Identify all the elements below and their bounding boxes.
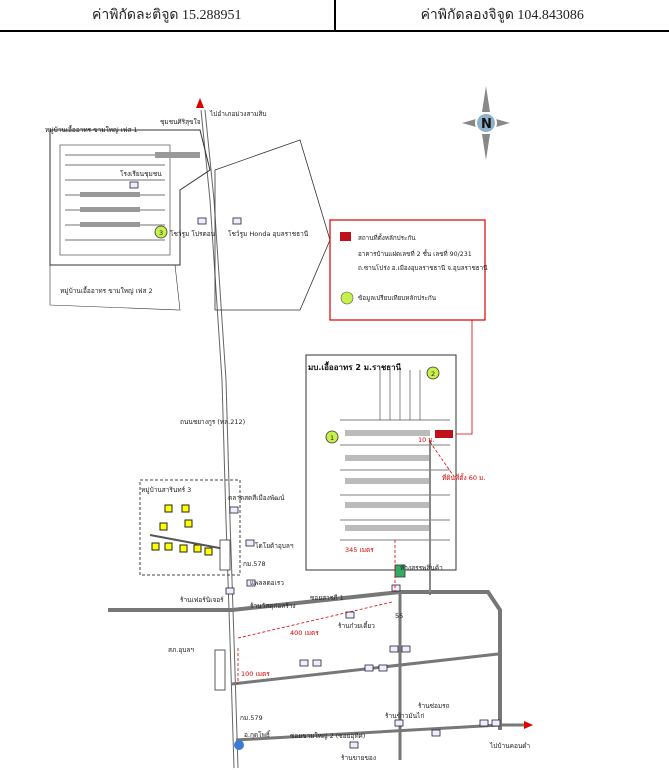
comparable-3: 3 xyxy=(154,225,168,239)
comparable-1: 1 xyxy=(325,430,339,444)
label-shop1: ร้านข้าวมันไก่ xyxy=(385,712,424,720)
coordinate-header: ค่าพิกัดละติจูด 15.288951 ค่าพิกัดลองจิจ… xyxy=(0,0,669,32)
label-community: ชุมชนศิริสุขใจ xyxy=(160,118,201,126)
comparable-2: 2 xyxy=(426,366,440,380)
police-icon xyxy=(234,740,244,750)
label-village3: หมู่บ้านสารินทร์ 3 xyxy=(141,486,191,494)
header-divider xyxy=(333,0,336,30)
legend-target-line3: ถ.ซานโปร่ง อ.เมืองอุบลราชธานี จ.อุบลราชธ… xyxy=(358,264,488,272)
label-village1: หมู่บ้านเอื้ออาทร ขามใหญ่ เฟส 1 xyxy=(45,125,138,134)
target-property-icon xyxy=(435,430,453,438)
village3-boundary xyxy=(139,479,241,576)
label-village2: หมู่บ้านเอื้ออาทร ขามใหญ่ เฟส 2 xyxy=(60,286,153,295)
label-dist-10: 10 ม. xyxy=(418,436,435,444)
svg-text:N: N xyxy=(481,117,492,132)
legend-target-line2: อาคารบ้านแฝดเลขที่ 2 ชั้น เลขที่ 90/231 xyxy=(358,249,472,258)
label-dist-400: 400 เมตร xyxy=(290,629,319,637)
comparable-marker-icon xyxy=(340,291,354,305)
legend-target-label: สถานที่ตั้งหลักประกัน xyxy=(358,233,416,242)
village-phase1-rows xyxy=(80,152,200,227)
landmark-houses xyxy=(129,181,501,749)
legend-pointer xyxy=(456,320,473,435)
legend-comparable-label: ข้อมูลเปรียบเทียบหลักประกัน xyxy=(358,294,437,302)
label-to-north: ไปอำเภอม่วงสามสิบ xyxy=(209,110,266,118)
label-shop4: ร้านขายของ xyxy=(341,754,376,762)
label-to-east: ไปบ้านคอนดำ xyxy=(489,742,531,750)
label-target-note: ที่ดินที่ตั้ง 60 ม. xyxy=(442,473,485,482)
east-arrow-icon xyxy=(524,721,533,729)
target-marker-icon xyxy=(340,232,351,241)
label-km579: กม.579 xyxy=(240,714,263,722)
label-to-kut: อ.กุดโพธิ์ xyxy=(244,730,271,739)
label-house-no: 55 xyxy=(395,612,403,620)
svg-text:2: 2 xyxy=(431,370,435,378)
highway-212 xyxy=(200,109,239,769)
label-furniture: ร้านวัสดุก่อสร้าง xyxy=(250,602,296,610)
village3-houses xyxy=(151,504,213,556)
label-police: สภ.อุบลฯ xyxy=(168,646,194,654)
roadside-shops xyxy=(214,539,406,691)
label-dist-100: 100 เมตร xyxy=(241,670,270,678)
compass-icon: N xyxy=(462,86,510,160)
village3-road xyxy=(149,534,231,551)
label-soi-bottom: ซอยขามใหญ่ 2 (ซอยอุทิศ) xyxy=(290,732,365,740)
label-km578: กม.578 xyxy=(243,560,266,568)
label-supermarket: แพลลตอเรว xyxy=(250,579,284,587)
label-electronics: ร้านเฟอร์นิเจอร์ xyxy=(180,596,224,604)
label-dist-345: 345 เมตร xyxy=(345,546,374,554)
distance-markers xyxy=(237,441,456,684)
label-market: ตลาดสดสีเมืองพัฒน์ xyxy=(228,494,285,502)
label-village-main: มบ.เอื้ออาทร 2 ม.ราชธานี xyxy=(308,361,402,372)
north-arrow-icon xyxy=(196,98,204,108)
label-showroom: โชว์รูม โปรตอน xyxy=(170,230,216,238)
label-toyota: โตโยต้าอุบลฯ xyxy=(255,542,294,550)
village-main xyxy=(305,354,457,592)
legend-box xyxy=(329,219,486,321)
longitude-readout: ค่าพิกัดลองจิจูด 104.843086 xyxy=(420,8,584,23)
label-shop2: ร้านซ่อมรถ xyxy=(418,702,450,710)
svg-text:1: 1 xyxy=(330,434,334,442)
label-road212: ถนนชยางกูร (ทล.212) xyxy=(180,418,245,426)
latitude-readout: ค่าพิกัดละติจูด 15.288951 xyxy=(91,8,242,23)
label-soi-main: ซอยสารภี 1 xyxy=(310,594,344,602)
label-cafe: ร้านก๋วยเตี๋ยว xyxy=(338,621,375,630)
label-school: โรงเรียนชุมชน xyxy=(120,170,162,178)
svg-text:3: 3 xyxy=(159,229,163,237)
label-mall: ห้างสรรพสินค้า xyxy=(400,564,443,572)
label-honda: โชว์รูม Honda อุบลราชธานี xyxy=(228,230,309,238)
